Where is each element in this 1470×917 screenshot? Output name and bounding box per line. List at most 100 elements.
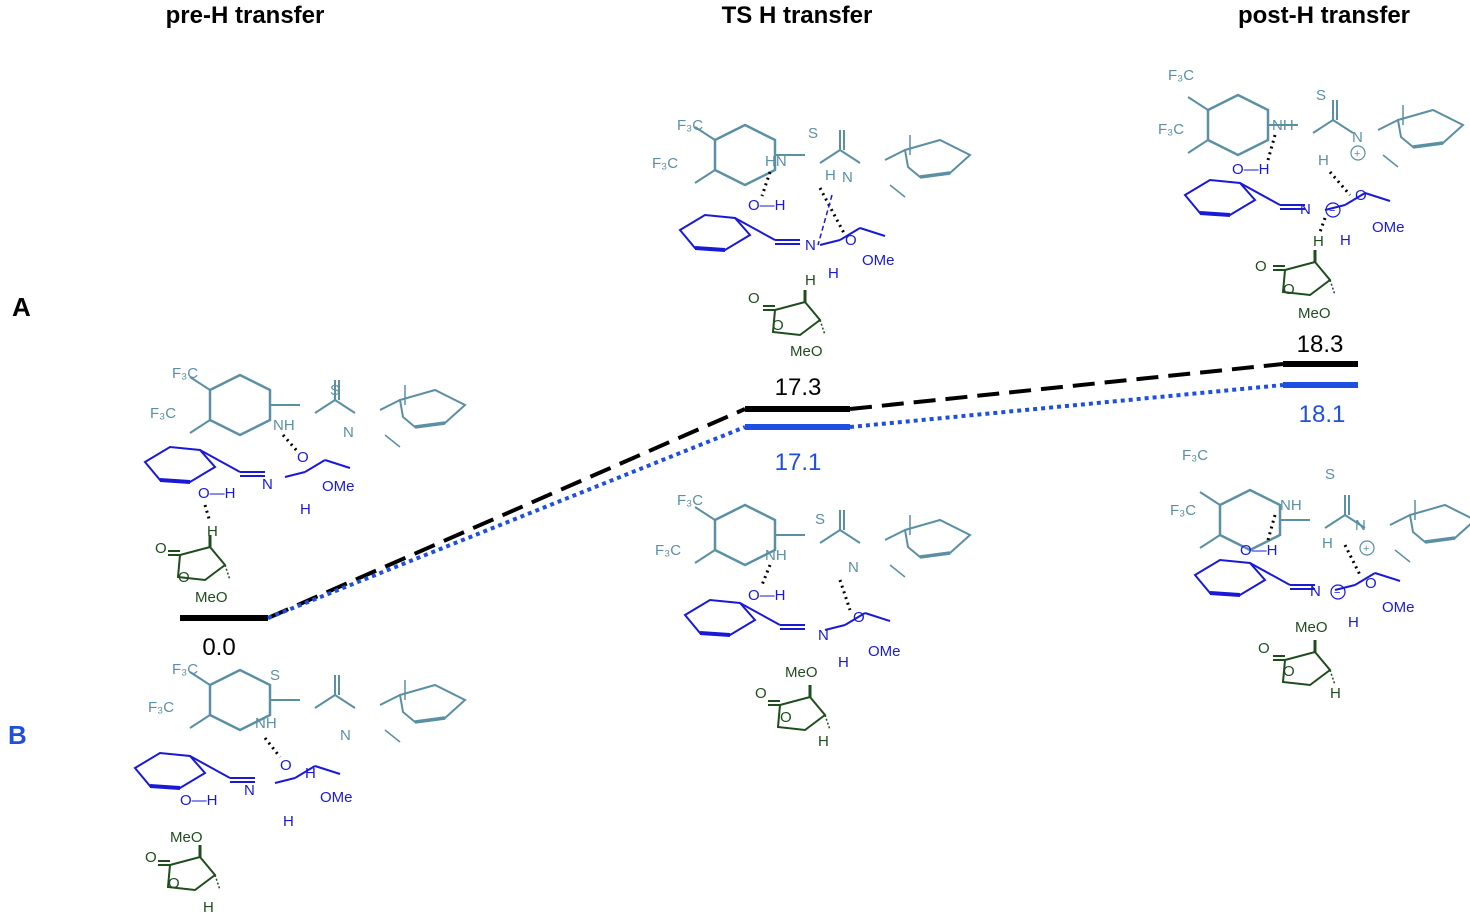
svg-text:H: H	[1330, 685, 1341, 702]
svg-text:+: +	[1354, 148, 1360, 160]
energy-ts-b: 17.1	[775, 449, 822, 476]
svg-text:O: O	[755, 685, 767, 702]
svg-text:S: S	[1325, 466, 1335, 483]
svg-text:H: H	[203, 899, 214, 916]
svg-text:MeO: MeO	[785, 664, 818, 681]
svg-text:N: N	[818, 627, 829, 644]
svg-text:O: O	[178, 569, 190, 586]
svg-text:O: O	[772, 317, 784, 334]
svg-text:O—H: O—H	[1240, 542, 1278, 559]
svg-text:F₃C: F₃C	[1182, 447, 1208, 464]
svg-text:N: N	[244, 782, 255, 799]
svg-text:O—H: O—H	[748, 587, 786, 604]
svg-text:H: H	[305, 765, 316, 782]
svg-text:MeO: MeO	[195, 589, 228, 606]
svg-text:OMe: OMe	[1382, 599, 1415, 616]
svg-text:H: H	[1322, 535, 1333, 552]
energy-ts-a: 17.3	[775, 374, 822, 401]
structure-post-a: F₃C F₃C S NH N + H N O—H O OMe H − H O O…	[1158, 67, 1465, 322]
svg-text:+: +	[1363, 543, 1369, 555]
svg-text:−: −	[1329, 205, 1335, 217]
svg-text:NH: NH	[1280, 497, 1302, 514]
svg-text:F₃C: F₃C	[1170, 502, 1196, 519]
svg-text:O: O	[853, 609, 865, 626]
svg-text:N: N	[343, 424, 354, 441]
svg-text:MeO: MeO	[1298, 305, 1331, 322]
structure-post-b: F₃C F₃C S NH N + H N O—H O OMe H − MeO O…	[1170, 447, 1470, 702]
svg-text:NH: NH	[255, 715, 277, 732]
energy-post-a: 18.3	[1297, 331, 1344, 358]
svg-text:OMe: OMe	[862, 252, 895, 269]
path-label-a: A	[12, 292, 31, 322]
svg-text:F₃C: F₃C	[655, 542, 681, 559]
svg-text:N: N	[805, 237, 816, 254]
svg-text:O—H: O—H	[1232, 161, 1270, 178]
svg-text:O: O	[155, 540, 167, 557]
svg-text:H: H	[825, 167, 836, 184]
svg-text:MeO: MeO	[1295, 619, 1328, 636]
svg-text:OMe: OMe	[320, 789, 353, 806]
svg-text:S: S	[1316, 87, 1326, 104]
svg-text:OMe: OMe	[322, 478, 355, 495]
svg-text:N: N	[842, 169, 853, 186]
structure-pre-b: F₃C F₃C S NH N N O—H O OMe H H MeO O O H	[133, 661, 467, 916]
svg-text:H: H	[828, 265, 839, 282]
svg-text:OMe: OMe	[868, 643, 901, 660]
svg-text:MeO: MeO	[790, 343, 823, 360]
svg-text:S: S	[270, 667, 280, 684]
svg-text:O: O	[845, 232, 857, 249]
svg-text:O: O	[748, 290, 760, 307]
svg-text:H: H	[207, 523, 218, 540]
stage-title-ts: TS H transfer	[722, 2, 873, 29]
svg-text:N: N	[1352, 129, 1363, 146]
svg-text:N: N	[1300, 201, 1311, 218]
svg-text:NH: NH	[1272, 117, 1294, 134]
svg-text:O—H: O—H	[748, 197, 786, 214]
svg-text:N: N	[340, 727, 351, 744]
svg-text:H: H	[1313, 233, 1324, 250]
svg-text:F₃C: F₃C	[1168, 67, 1194, 84]
svg-text:OMe: OMe	[1372, 219, 1405, 236]
svg-text:N: N	[848, 559, 859, 576]
svg-text:O: O	[1283, 663, 1295, 680]
svg-text:F₃C: F₃C	[150, 405, 176, 422]
svg-text:O: O	[145, 849, 157, 866]
svg-text:F₃C: F₃C	[677, 117, 703, 134]
svg-text:NH: NH	[765, 547, 787, 564]
svg-text:O: O	[168, 875, 180, 892]
structure-pre-a: F₃C F₃C S NH N N O—H O OMe H H O O MeO	[143, 365, 467, 606]
svg-text:F₃C: F₃C	[148, 699, 174, 716]
svg-text:NH: NH	[273, 417, 295, 434]
svg-text:O: O	[297, 449, 309, 466]
svg-text:S: S	[808, 125, 818, 142]
svg-text:S: S	[330, 382, 340, 399]
connector-b-pre-ts	[267, 425, 746, 620]
svg-text:H: H	[300, 501, 311, 518]
connector-b-ts-post	[849, 383, 1284, 429]
svg-text:O: O	[1255, 258, 1267, 275]
svg-text:H: H	[1318, 152, 1329, 169]
svg-text:MeO: MeO	[170, 829, 203, 846]
svg-text:F₃C: F₃C	[1158, 121, 1184, 138]
svg-text:O: O	[1283, 281, 1295, 298]
svg-text:O: O	[280, 757, 292, 774]
connector-a-pre-ts	[267, 407, 746, 620]
svg-text:HN: HN	[765, 153, 787, 170]
svg-text:H: H	[838, 654, 849, 671]
svg-text:H: H	[283, 813, 294, 830]
stage-title-pre: pre-H transfer	[166, 2, 325, 29]
energy-pre: 0.0	[202, 634, 235, 661]
svg-text:O—H: O—H	[198, 485, 236, 502]
structure-ts-a: F₃C F₃C S HN H N N O—H O OMe H H O O MeO	[652, 117, 972, 360]
svg-text:N: N	[262, 476, 273, 493]
path-label-b: B	[8, 720, 27, 750]
svg-text:F₃C: F₃C	[652, 155, 678, 172]
stage-title-post: post-H transfer	[1238, 2, 1410, 29]
svg-text:O: O	[1365, 575, 1377, 592]
svg-text:O: O	[780, 709, 792, 726]
structure-ts-b: F₃C F₃C S NH N N O—H O OMe H MeO O O H	[655, 492, 972, 750]
svg-text:H: H	[1348, 614, 1359, 631]
svg-text:F₃C: F₃C	[172, 365, 198, 382]
svg-text:H: H	[805, 272, 816, 289]
